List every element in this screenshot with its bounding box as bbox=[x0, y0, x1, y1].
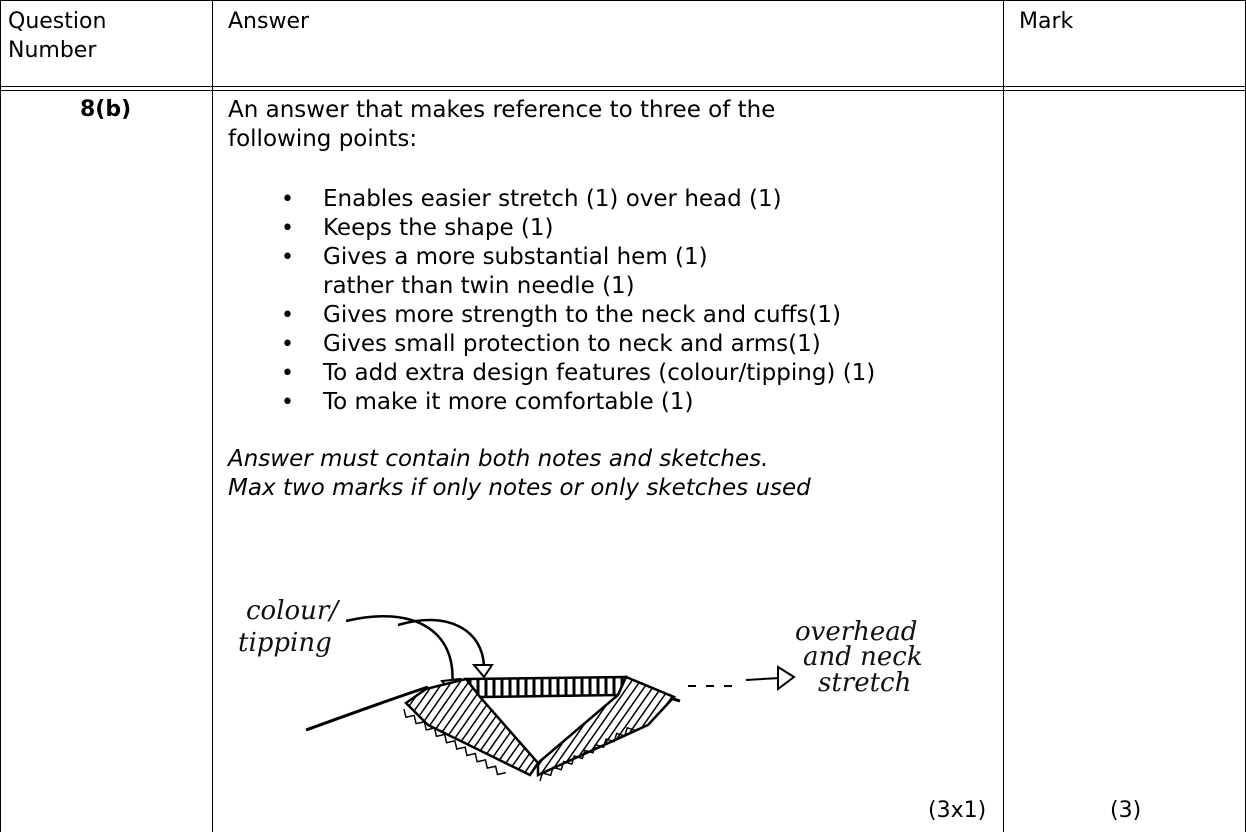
sketch-label-left-2: tipping bbox=[238, 628, 332, 658]
arrow-curve-1 bbox=[345, 615, 454, 688]
header-mark: Mark bbox=[1019, 9, 1074, 34]
list-item: Keeps the shape (1) bbox=[228, 214, 1023, 243]
sketch-label-right-3: stretch bbox=[818, 668, 911, 698]
question-number: 8(b) bbox=[80, 97, 132, 122]
sketch-label-left-1: colour/ bbox=[246, 596, 340, 626]
arrow-curve-2 bbox=[397, 618, 486, 668]
table-divider-1 bbox=[212, 0, 213, 832]
table-border-left bbox=[0, 0, 1, 832]
list-item: To make it more comfortable (1) bbox=[228, 388, 1023, 417]
answer-intro: An answer that makes reference to three … bbox=[228, 97, 776, 152]
header-rule-1 bbox=[0, 86, 1246, 87]
collar-sketch: colour/ tipping overhead and neck stretc… bbox=[238, 596, 923, 782]
table-border-top bbox=[0, 0, 1246, 1]
collar-back-band bbox=[463, 675, 628, 699]
header-question-number: Question Number bbox=[8, 9, 107, 63]
sketch-label-right-1: overhead bbox=[795, 617, 917, 647]
sketch-label-right-2: and neck bbox=[803, 642, 923, 672]
answer-cell: An answer that makes reference to three … bbox=[228, 96, 875, 503]
pointer-head bbox=[777, 665, 796, 691]
answer-points-list: Enables easier stretch (1) over head (1)… bbox=[228, 185, 875, 417]
list-item: Gives a more substantial hem (1) rather … bbox=[228, 243, 743, 301]
hem-stitch-left bbox=[403, 708, 506, 776]
header-rule-2 bbox=[0, 90, 1246, 91]
answer-note-line-1: Answer must contain both notes and sketc… bbox=[228, 446, 769, 472]
list-item: Enables easier stretch (1) over head (1) bbox=[228, 185, 1023, 214]
arrow-head-2 bbox=[471, 664, 494, 679]
answer-mark: (3x1) bbox=[928, 798, 987, 823]
header-answer: Answer bbox=[228, 9, 310, 34]
pointer-line bbox=[745, 677, 781, 681]
collar-left-band bbox=[404, 677, 540, 777]
answer-note-line-2: Max two marks if only notes or only sket… bbox=[228, 475, 811, 501]
list-item: Gives small protection to neck and arms(… bbox=[228, 330, 1023, 359]
list-item: To add extra design features (colour/tip… bbox=[228, 359, 1023, 388]
hem-stitch-right bbox=[539, 726, 636, 782]
mark-total: (3) bbox=[1110, 798, 1142, 823]
collar-right-band bbox=[536, 675, 677, 777]
list-item: Gives more strength to the neck and cuff… bbox=[228, 301, 1023, 330]
